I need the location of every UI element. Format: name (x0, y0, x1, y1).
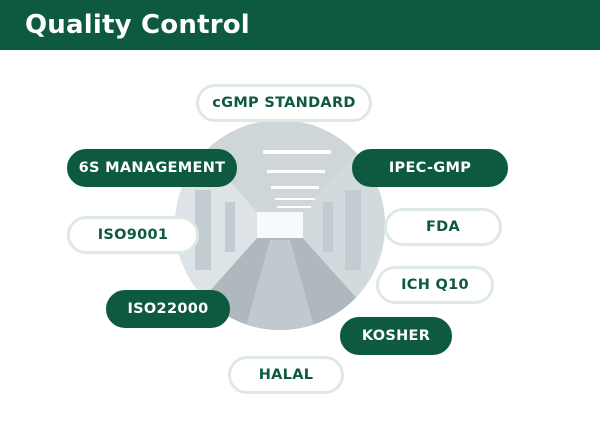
badge-label: ISO9001 (97, 227, 169, 243)
badge-ipec-gmp: IPEC-GMP (352, 149, 508, 187)
badge-label: FDA (425, 219, 461, 235)
badge-kosher: KOSHER (340, 317, 452, 355)
badge-label: IPEC-GMP (388, 160, 472, 176)
badge-iso9001: ISO9001 (67, 216, 199, 254)
badge-label: ISO22000 (127, 301, 209, 317)
page-title: Quality Control (25, 10, 250, 40)
badge-label: HALAL (258, 367, 314, 383)
header-bar: Quality Control (0, 0, 600, 50)
badge-label: cGMP STANDARD (212, 95, 356, 111)
badge-cgmp-standard: cGMP STANDARD (196, 84, 372, 122)
badge-fda: FDA (384, 208, 502, 246)
badge-label: ICH Q10 (401, 277, 469, 293)
badge-6s-management: 6S MANAGEMENT (67, 149, 237, 187)
badge-halal: HALAL (228, 356, 344, 394)
badge-iso22000: ISO22000 (106, 290, 230, 328)
badge-label: 6S MANAGEMENT (78, 160, 226, 176)
badge-label: KOSHER (361, 328, 431, 344)
badge-ich-q10: ICH Q10 (376, 266, 494, 304)
